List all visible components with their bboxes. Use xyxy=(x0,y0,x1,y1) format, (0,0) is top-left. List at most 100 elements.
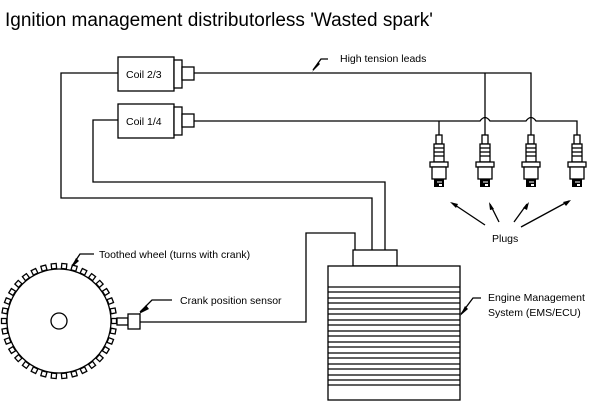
wheel-tooth xyxy=(40,264,48,272)
ht-leader-arrowhead xyxy=(312,62,320,72)
spark-plugs xyxy=(429,134,587,187)
sensor-body xyxy=(127,313,141,330)
plugs-pointers: Plugs xyxy=(450,200,571,245)
wheel-tooth xyxy=(87,360,97,370)
plug-terminal xyxy=(481,134,489,145)
wheel-tooth xyxy=(50,262,58,270)
sensor-leader-arrowhead xyxy=(139,305,149,314)
wheel-tooth xyxy=(7,287,17,297)
wheel-tooth xyxy=(79,267,88,277)
plug-thread xyxy=(480,179,490,187)
crank-sensor-label: Crank position sensor xyxy=(180,295,282,307)
wheel-tooth xyxy=(70,370,78,378)
plug-thread xyxy=(526,179,536,187)
wheel-tooth xyxy=(87,272,97,282)
ems-label-line1: Engine Management xyxy=(488,292,585,304)
coil-2-3-control-wire xyxy=(60,72,373,250)
plug-terminal xyxy=(527,134,535,145)
coil-1-4-collar xyxy=(173,106,183,136)
ht-lead-coil-1-4 xyxy=(194,116,578,135)
wheel-tooth xyxy=(79,365,88,375)
plug-terminal xyxy=(573,134,581,145)
plugs-label: Plugs xyxy=(492,233,518,245)
plug-gap xyxy=(485,184,488,186)
spark-plug xyxy=(567,134,587,187)
wheel-tooth xyxy=(21,272,31,282)
plug-insulator xyxy=(433,143,445,163)
ems-label-line2: System (EMS/ECU) xyxy=(488,307,581,319)
plug-gap xyxy=(531,184,534,186)
ecu-connector xyxy=(352,249,398,267)
coil-1-4: Coil 1/4 xyxy=(117,103,195,139)
wheel-tooth xyxy=(0,317,8,325)
toothed-wheel xyxy=(0,262,118,380)
plug-insulator xyxy=(571,143,583,163)
plug-pointer-2-arrowhead xyxy=(489,202,494,210)
wheel-tooth xyxy=(1,307,9,315)
wheel-tooth xyxy=(1,327,9,335)
coil-1-4-control-wire xyxy=(92,119,386,250)
plug-pointer-3-arrowhead xyxy=(523,202,529,210)
plug-shell xyxy=(477,166,493,180)
wheel-tooth xyxy=(3,336,12,345)
wheel-tooth xyxy=(21,360,31,370)
spark-plug xyxy=(429,134,449,187)
ems-leader-arrowhead xyxy=(460,306,468,316)
plug-thread xyxy=(572,179,582,187)
diagram-title: Ignition management distributorless 'Was… xyxy=(5,10,433,31)
coil-1-4-terminal xyxy=(181,113,195,128)
spark-plug xyxy=(475,134,495,187)
wheel-tooth xyxy=(106,297,115,306)
plug-hex xyxy=(521,161,541,168)
wheel-tooth xyxy=(109,327,117,335)
toothed-wheel-label: Toothed wheel (turns with crank) xyxy=(99,249,250,261)
plug-terminal xyxy=(435,134,443,145)
wheel-tooth xyxy=(109,307,117,315)
wheel-tooth xyxy=(13,353,23,363)
coil-1-4-body xyxy=(117,103,175,139)
plug-shell xyxy=(431,166,447,180)
plug-thread xyxy=(434,179,444,187)
plug-hex xyxy=(429,161,449,168)
plug-shell xyxy=(569,166,585,180)
wheel-hub xyxy=(50,312,68,330)
wheel-tooth xyxy=(40,370,48,378)
ht-leads-label: High tension leads xyxy=(340,53,426,65)
plug-pointer-4-arrowhead xyxy=(563,200,571,206)
plug-pointer-1 xyxy=(451,202,486,226)
coil-2-3-terminal xyxy=(181,66,195,81)
wheel-tooth xyxy=(95,353,105,363)
plug-insulator xyxy=(525,143,537,163)
plug-pointer-4 xyxy=(520,200,570,228)
plug-gap xyxy=(439,184,442,186)
coil-1-4-label: Coil 1/4 xyxy=(126,116,162,128)
wheel-leader-arrowhead xyxy=(71,258,79,268)
plug-hex xyxy=(567,161,587,168)
wheel-rim xyxy=(6,268,112,374)
wheel-tooth xyxy=(60,262,68,270)
wheel-tooth xyxy=(101,345,111,355)
crank-sensor-wire xyxy=(140,232,356,323)
wheel-tooth xyxy=(110,317,118,325)
wheel-tooth xyxy=(30,267,39,277)
plug-insulator xyxy=(479,143,491,163)
wheel-tooth xyxy=(7,345,17,355)
wheel-tooth xyxy=(101,287,111,297)
wheel-tooth xyxy=(106,336,115,345)
coil-2-3: Coil 2/3 xyxy=(117,56,195,92)
spark-plug xyxy=(521,134,541,187)
coil-2-3-label: Coil 2/3 xyxy=(126,69,162,81)
wheel-teeth xyxy=(0,262,118,380)
wheel-tooth xyxy=(3,297,12,306)
plug-hex xyxy=(475,161,495,168)
coil-2-3-collar xyxy=(173,59,183,89)
wheel-tooth xyxy=(30,365,39,375)
wheel-tooth xyxy=(13,279,23,289)
crank-position-sensor xyxy=(116,313,141,330)
ecu xyxy=(327,249,461,401)
coil-2-3-body xyxy=(117,56,175,92)
wheel-tooth xyxy=(60,372,68,380)
wheel-tooth xyxy=(95,279,105,289)
wheel-tooth xyxy=(50,372,58,380)
